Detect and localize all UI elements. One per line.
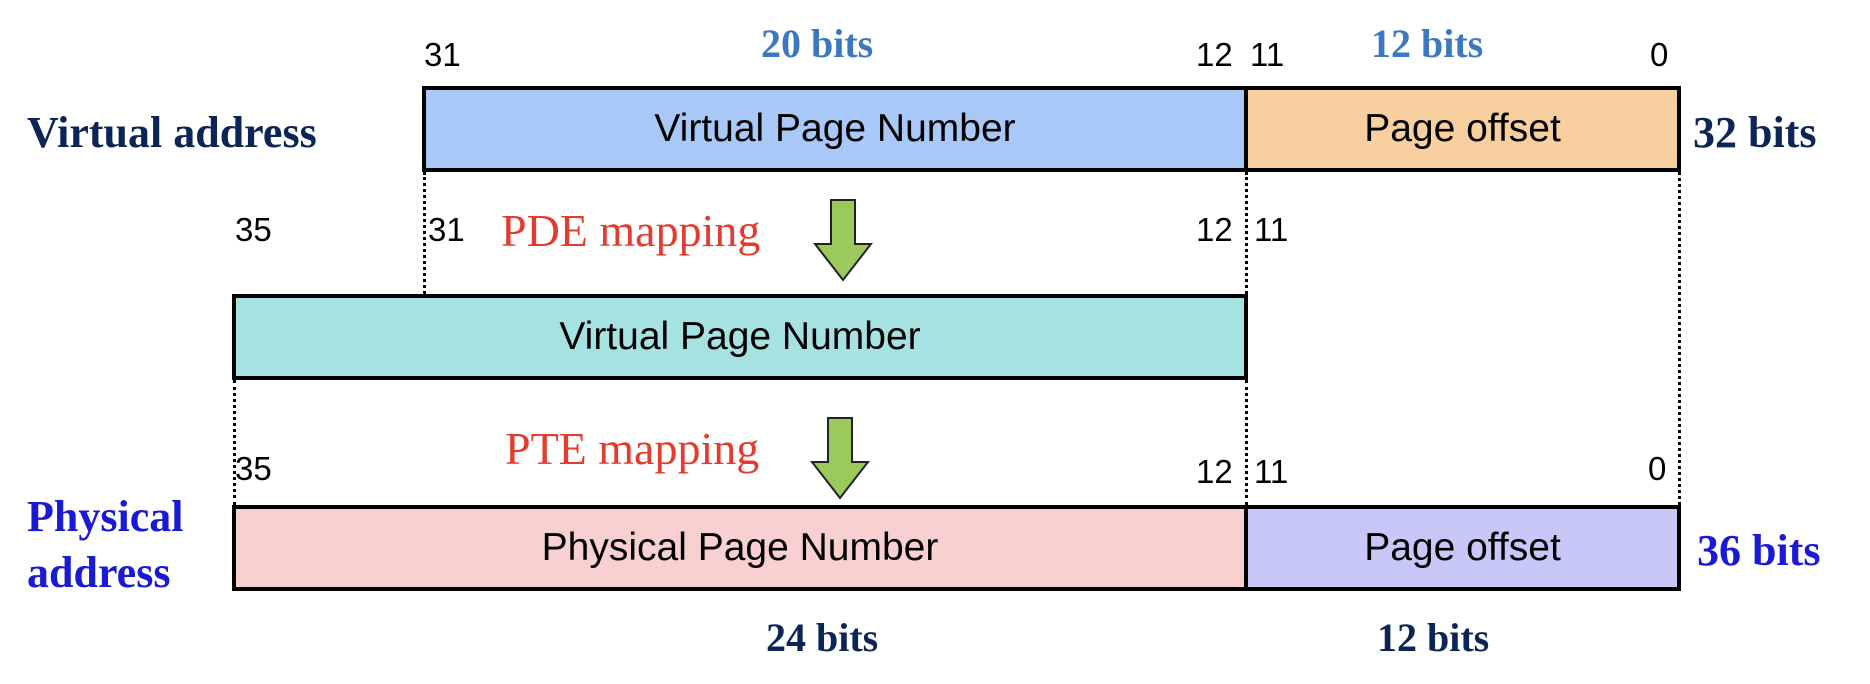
pte-bit-12: 12 — [1196, 453, 1233, 490]
va-bit-12: 12 — [1196, 36, 1233, 73]
guide-line-bit31 — [423, 172, 426, 294]
pa-offset-bits: 12 bits — [1377, 615, 1490, 660]
pde-down-arrow-icon — [813, 199, 873, 282]
physical-address-label-line2: address — [27, 548, 171, 597]
pa-ppn-bits: 24 bits — [766, 615, 879, 660]
va-offset-label: Page offset — [1364, 107, 1561, 150]
pde-bit-11: 11 — [1254, 211, 1289, 248]
va-vpn-label: Virtual Page Number — [654, 107, 1016, 150]
pa-ppn-field: Physical Page Number — [232, 505, 1248, 591]
guide-line-bit0 — [1678, 172, 1681, 505]
pte-mapping-label: PTE mapping — [505, 423, 760, 474]
pte-down-arrow-icon — [810, 417, 870, 500]
pte-bit-35: 35 — [235, 450, 272, 487]
intermediate-vpn-field: Virtual Page Number — [232, 294, 1248, 380]
pa-offset-field: Page offset — [1244, 505, 1681, 591]
pde-bit-35: 35 — [235, 211, 272, 248]
guide-line-bit35 — [233, 380, 236, 505]
va-bit-31: 31 — [424, 36, 461, 73]
guide-line-bit12-lower — [1245, 380, 1248, 505]
va-offset-field: Page offset — [1244, 86, 1681, 172]
pa-total-bits: 36 bits — [1697, 526, 1821, 575]
virtual-address-label: Virtual address — [27, 108, 317, 157]
va-bit-11: 11 — [1250, 36, 1285, 73]
pde-bit-31: 31 — [428, 211, 465, 248]
pte-bit-0: 0 — [1648, 450, 1667, 487]
pa-ppn-label: Physical Page Number — [541, 526, 939, 569]
physical-address-label-line1: Physical — [27, 492, 184, 541]
guide-line-bit12-upper — [1245, 172, 1248, 294]
va-offset-bits: 12 bits — [1371, 21, 1484, 66]
pa-offset-label: Page offset — [1364, 526, 1561, 569]
pde-bit-12: 12 — [1196, 211, 1233, 248]
va-vpn-bits: 20 bits — [761, 21, 874, 66]
pte-bit-11: 11 — [1254, 453, 1289, 490]
va-bit-0: 0 — [1650, 36, 1669, 73]
va-total-bits: 32 bits — [1693, 108, 1817, 157]
pde-mapping-label: PDE mapping — [501, 205, 761, 256]
va-vpn-field: Virtual Page Number — [422, 86, 1248, 172]
intermediate-vpn-label: Virtual Page Number — [559, 315, 921, 358]
